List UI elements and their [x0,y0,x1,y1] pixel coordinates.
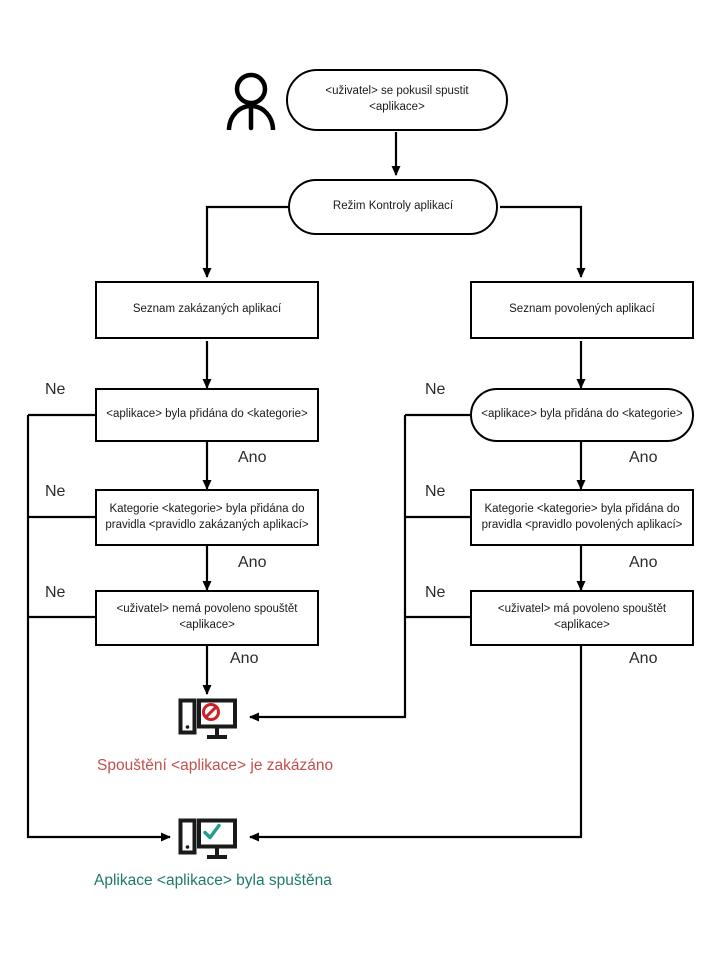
node-left-user-not-allowed: <uživatel> nemá povoleno spouštět <aplik… [95,590,319,646]
edge-label-right-no-2: Ne [425,483,446,500]
node-right-q3-line1: <uživatel> má povoleno spouštět [497,603,667,616]
node-right-q2-line2: pravidla <pravidlo povolených aplikací> [481,518,683,531]
node-application-control-mode: Režim Kontroly aplikací [288,179,498,235]
edge-label-left-yes-3: Ano [230,650,259,667]
node-mode-label: Režim Kontroly aplikací [332,200,454,213]
node-right-user-allowed: <uživatel> má povoleno spouštět <aplikac… [470,590,694,646]
node-start-line1: <uživatel> se pokusil spustit [325,85,469,98]
node-start: <uživatel> se pokusil spustit <aplikace> [286,69,508,131]
outcome-started-caption: Aplikace <aplikace> byla spuštěna [94,872,332,889]
node-left-category-in-denied-rule: Kategorie <kategorie> byla přidána do pr… [95,489,319,546]
edge-label-right-yes-1: Ano [629,449,658,466]
edge-label-left-no-2: Ne [45,483,66,500]
node-allowed-list-label: Seznam povolených aplikací [509,303,655,316]
edge-label-right-yes-2: Ano [629,554,658,571]
node-left-q1-label: <aplikace> byla přidána do <kategorie> [106,408,308,421]
node-left-app-in-category: <aplikace> byla přidána do <kategorie> [95,388,319,442]
computer-blocked-icon [178,698,238,744]
node-left-q3-line1: <uživatel> nemá povoleno spouštět [116,603,298,616]
node-allowed-applications-list: Seznam povolených aplikací [470,281,694,339]
node-right-q1-label: <aplikace> byla přidána do <kategorie> [481,408,683,421]
node-right-app-in-category: <aplikace> byla přidána do <kategorie> [470,388,694,442]
edge-label-left-yes-1: Ano [238,449,267,466]
edge-label-right-no-3: Ne [425,584,446,601]
edge-label-left-no-1: Ne [45,381,66,398]
node-left-q2-line1: Kategorie <kategorie> byla přidána do [109,502,305,515]
node-denied-applications-list: Seznam zakázaných aplikací [95,281,319,339]
edge-label-right-no-1: Ne [425,381,446,398]
edge-label-left-no-3: Ne [45,584,66,601]
node-start-line2: <aplikace> [369,101,425,113]
node-denied-list-label: Seznam zakázaných aplikací [132,303,282,316]
edge-label-left-yes-2: Ano [238,554,267,571]
node-left-q2-line2: pravidla <pravidlo zakázaných aplikací> [105,518,309,531]
computer-allowed-icon [178,818,238,864]
node-left-q3-line2: <aplikace> [179,619,235,631]
outcome-blocked-caption: Spouštění <aplikace> je zakázáno [97,757,334,774]
node-right-category-in-allowed-rule: Kategorie <kategorie> byla přidána do pr… [470,489,694,546]
node-right-q2-line1: Kategorie <kategorie> byla přidána do [484,502,680,515]
node-right-q3-line2: <aplikace> [554,619,610,631]
user-person-icon [222,70,280,132]
edge-label-right-yes-3: Ano [629,650,658,667]
